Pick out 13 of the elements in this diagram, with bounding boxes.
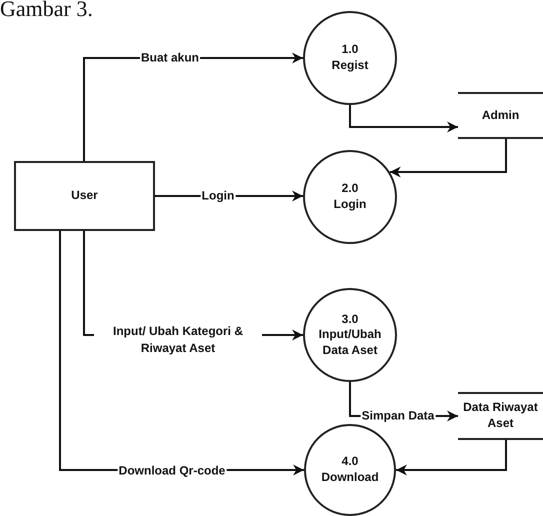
edge-label: Login: [200, 188, 236, 204]
data-store: Data Riwayat Aset: [458, 392, 543, 440]
figure-title: Gambar 3.: [0, 0, 93, 22]
process-circle: 4.0 Download: [304, 424, 396, 516]
process-circle: 3.0 Input/Ubah Data Aset: [303, 288, 397, 382]
external-entity-box: User: [14, 161, 155, 231]
process-circle: 2.0 Login: [303, 150, 397, 244]
arrow: [390, 139, 507, 178]
data-store: Admin: [458, 92, 543, 139]
edge-label: Download Qr-code: [118, 462, 226, 480]
process-circle: 1.0 Regist: [303, 11, 397, 105]
arrow: [396, 440, 507, 476]
arrow: [349, 105, 458, 132]
